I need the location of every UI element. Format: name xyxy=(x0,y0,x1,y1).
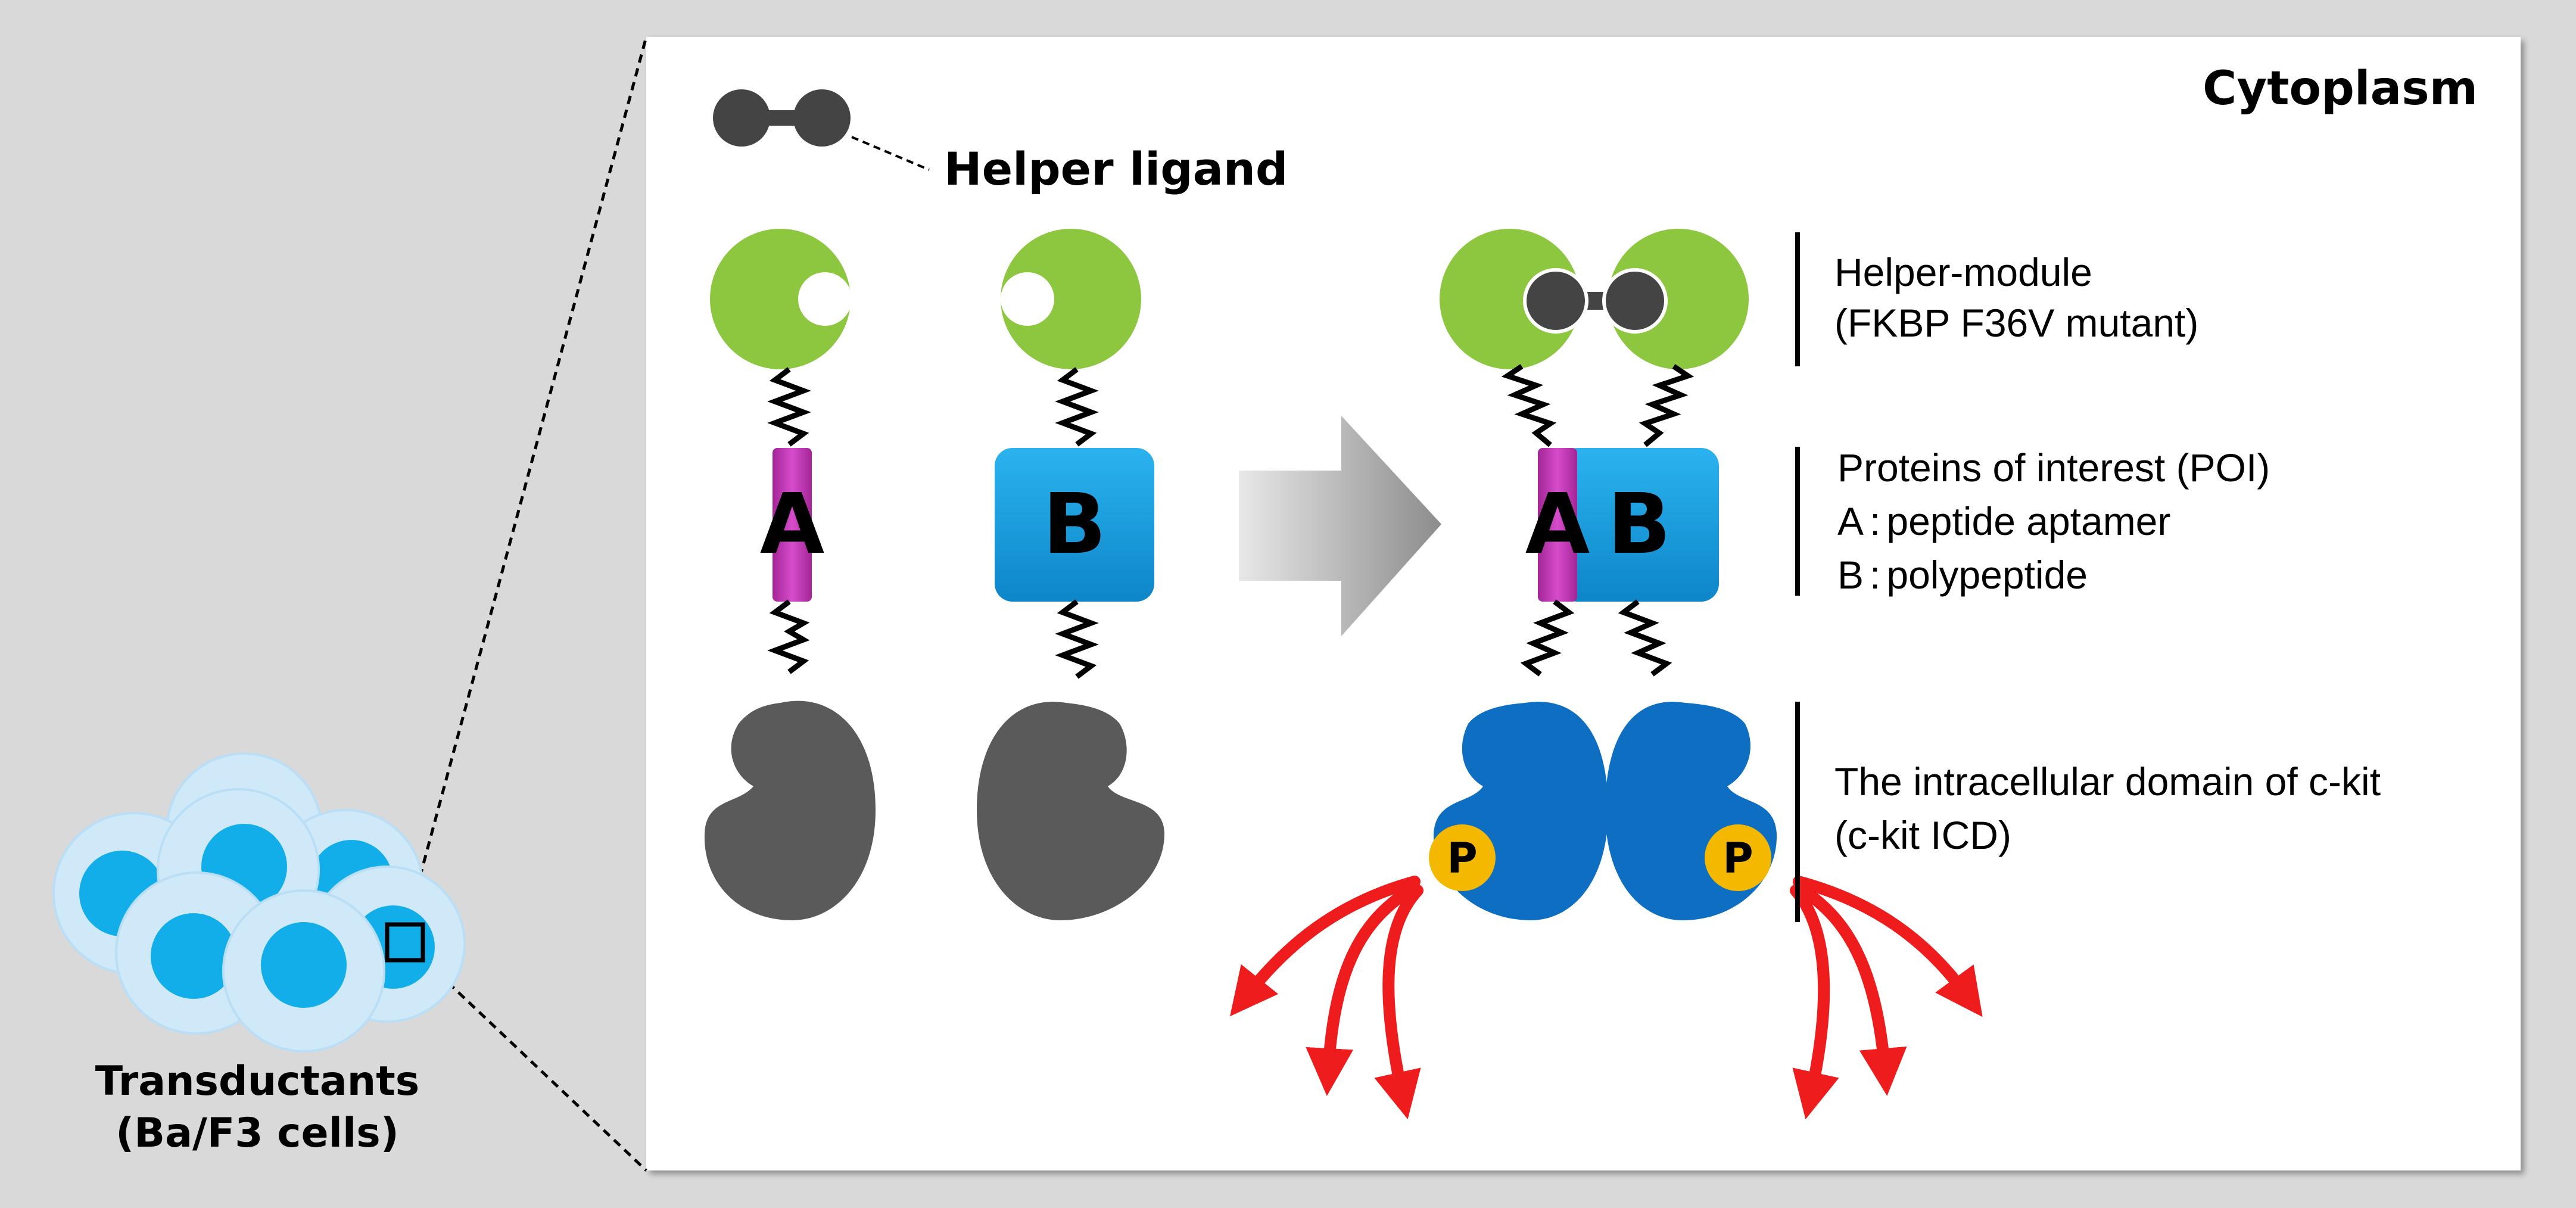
phospho-badge-left: P xyxy=(1429,824,1496,891)
poi-b-letter: B xyxy=(1043,476,1107,573)
svg-text:P: P xyxy=(1447,834,1477,883)
helper-module-dimer-right xyxy=(1608,229,1749,369)
linker-active-right-top xyxy=(1639,364,1695,447)
linker-b-bottom xyxy=(1055,599,1099,679)
helper-module-dimer-left xyxy=(1440,229,1580,369)
poi-b-letter-active: B xyxy=(1608,476,1671,573)
active-complex: A B P P xyxy=(1429,229,1777,920)
legend-ckit-line2: (c-kit ICD) xyxy=(1834,813,2011,857)
bound-helper-ligand-icon xyxy=(1523,268,1668,334)
kinase-inactive-b xyxy=(977,702,1164,920)
legend-poi-text-a: peptide aptamer xyxy=(1886,499,2170,543)
zoom-line-top xyxy=(403,36,648,933)
linker-active-right-bottom xyxy=(1618,599,1672,677)
helper-ligand-icon xyxy=(713,89,851,147)
signal-arrows-left xyxy=(1230,876,1424,1120)
linker-a-top xyxy=(767,367,811,447)
svg-text:P: P xyxy=(1722,834,1753,883)
poi-a-bar xyxy=(773,448,812,602)
kinase-inactive-a xyxy=(704,700,876,920)
zoom-box xyxy=(385,922,425,963)
cells-label-line2: (Ba/F3 cells) xyxy=(116,1110,399,1157)
linker-active-left-top xyxy=(1501,364,1557,447)
poi-a-letter-active: A xyxy=(1525,476,1590,573)
legend-poi-line3: B:polypeptide xyxy=(1837,553,2088,597)
legend-poi-key-a: A xyxy=(1837,499,1864,543)
linker-active-left-bottom xyxy=(1520,599,1575,677)
legend-poi-key-b: B xyxy=(1837,553,1864,597)
helper-ligand-leader xyxy=(851,136,930,171)
signal-arrows-right xyxy=(1790,876,1983,1120)
legend-poi-line1: Proteins of interest (POI) xyxy=(1837,446,2270,490)
cytoplasm-label: Cytoplasm xyxy=(2203,62,2478,116)
helper-module-b xyxy=(1001,229,1141,369)
cytoplasm-panel xyxy=(646,37,2521,1170)
linker-b-top xyxy=(1055,367,1099,447)
phospho-badge-right: P xyxy=(1705,824,1771,891)
helper-module-a xyxy=(710,229,852,369)
legend-ckit-line1: The intracellular domain of c-kit xyxy=(1834,759,2381,804)
legend-poi-line2: A:peptide aptamer xyxy=(1837,499,2170,543)
legend-poi-text-b: polypeptide xyxy=(1886,553,2088,597)
linker-a-bottom xyxy=(767,599,810,674)
transition-arrow xyxy=(1239,416,1441,636)
helper-ligand-label: Helper ligand xyxy=(944,142,1288,195)
legend-helper-line1: Helper-module xyxy=(1834,250,2092,294)
cell-cluster xyxy=(52,752,466,1053)
poi-a-letter: A xyxy=(760,476,824,573)
poi-b-box xyxy=(995,448,1154,602)
zoom-line-bottom xyxy=(416,952,647,1172)
construct-a-inactive: A xyxy=(704,229,876,920)
poi-b-box-active xyxy=(1559,448,1719,602)
poi-a-bar-active xyxy=(1538,448,1577,602)
construct-b-inactive: B xyxy=(977,229,1164,920)
legend-helper-line2: (FKBP F36V mutant) xyxy=(1834,301,2198,345)
cells-label-line1: Transductants xyxy=(95,1058,419,1105)
